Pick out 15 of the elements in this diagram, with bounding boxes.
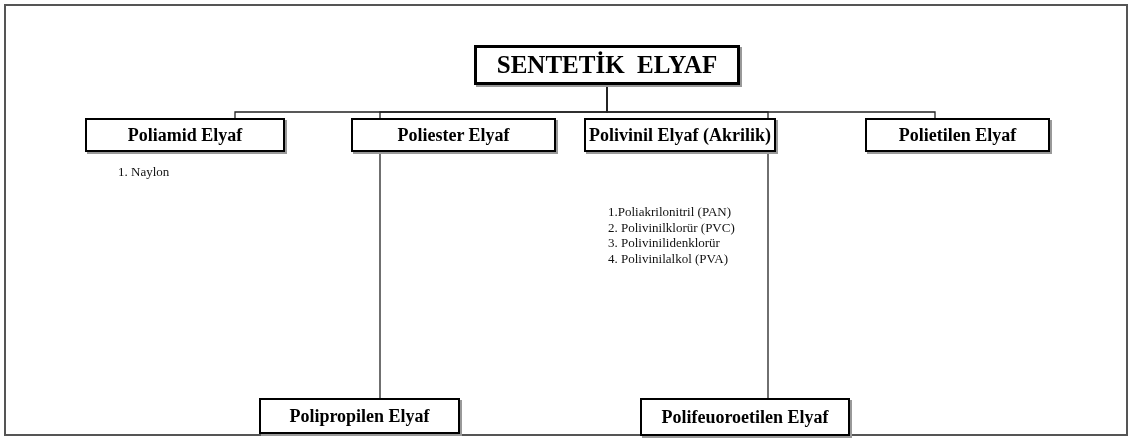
root-box: SENTETİK ELYAF [474, 45, 740, 85]
category-box: Polipropilen Elyaf [259, 398, 460, 434]
category-box: Poliester Elyaf [351, 118, 556, 152]
category-box: Polivinil Elyaf (Akrilik) [584, 118, 776, 152]
category-box: Poliamid Elyaf [85, 118, 285, 152]
connector-line [379, 151, 381, 399]
list-item: 4. Polivinilalkol (PVA) [608, 250, 730, 266]
list-item: 2. Polivinilklorür (PVC) [608, 219, 735, 235]
connector-line [606, 84, 936, 119]
list-item: 1. Naylon [118, 164, 170, 180]
category-box: Polifeuoroetilen Elyaf [640, 398, 850, 436]
list-item: 1.Poliakrilonitril (PAN) [608, 204, 733, 220]
list-item: 3. Polivinilidenklorür [608, 235, 721, 251]
category-box: Polietilen Elyaf [865, 118, 1050, 152]
connector-line [767, 151, 769, 399]
